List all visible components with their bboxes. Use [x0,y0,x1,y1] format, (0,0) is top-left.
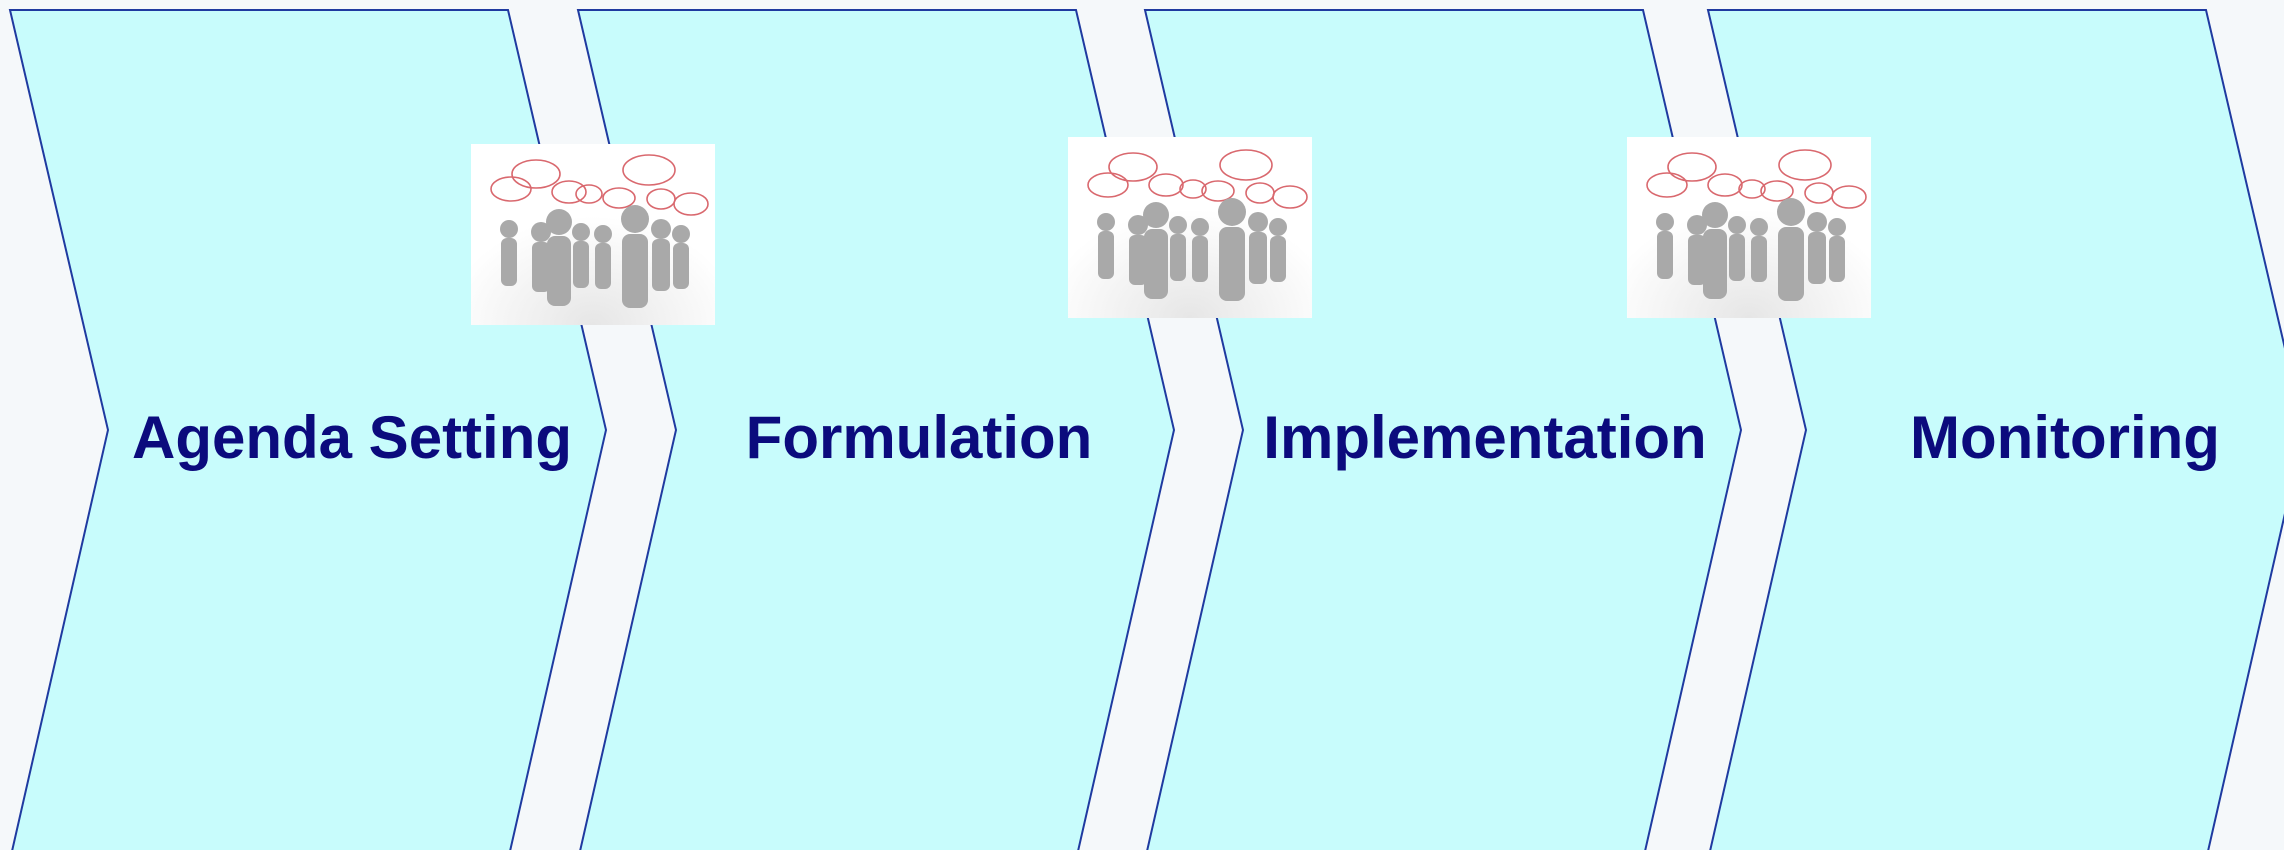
crowd-talking-icon [1627,137,1871,318]
stage-label-formulation: Formulation [745,404,1093,471]
stage-label-implementation: Implementation [1263,404,1707,471]
crowd-talking-icon [471,144,715,325]
chevron-formulation [576,9,1176,850]
stage-label-agenda-setting: Agenda Setting [131,404,573,471]
chevron-agenda-setting [8,9,608,850]
crowd-talking-icon [1068,137,1312,318]
stage-label-monitoring: Monitoring [1910,404,2220,471]
